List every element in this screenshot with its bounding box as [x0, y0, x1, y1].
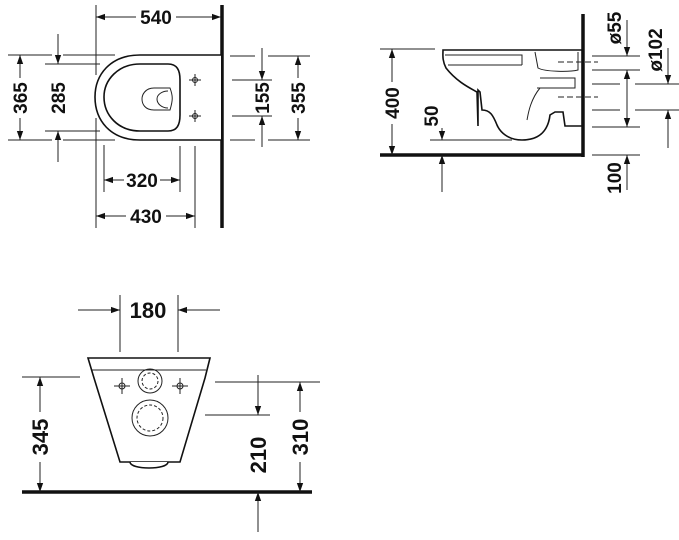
bowl-foot: [129, 461, 169, 469]
dim-bolt-spacing-label: 180: [130, 298, 167, 323]
bolt-cross-icon: [114, 378, 188, 394]
dim-width-seat-label: 285: [49, 82, 70, 114]
dim-outlet-height-label: 100: [605, 162, 626, 194]
inlet-circle-icon: [137, 368, 163, 394]
dim-hole-depth-label: 430: [130, 207, 162, 228]
dimension-lines: [36, 306, 304, 532]
dimension-lines: [388, 20, 672, 192]
dim-seat-depth-label: 320: [126, 171, 158, 192]
dimension-lines: [16, 13, 302, 220]
bowl-inner: [445, 51, 579, 121]
dim-outlet-diameter-label: ø102: [646, 28, 667, 71]
dim-rim-height-label: 345: [28, 419, 53, 456]
dim-inlet-diameter-label: ø55: [605, 11, 626, 44]
dim-length-label: 540: [140, 8, 172, 29]
dim-inlet-height-label: 310: [288, 419, 313, 456]
flush-outlet: [141, 87, 173, 111]
dim-width-outer-label: 365: [11, 82, 32, 114]
extension-lines: [22, 295, 320, 416]
dim-hole-spacing-label: 155: [253, 82, 274, 114]
top-view: 540 365 285 155 355 320 430: [8, 5, 310, 228]
side-view: 400 50 ø55 ø102 100: [380, 11, 679, 194]
dim-bottom-clearance-label: 50: [422, 105, 443, 126]
dim-height-label: 400: [383, 87, 404, 119]
extension-lines: [8, 5, 310, 228]
outlet-circle-icon: [131, 399, 169, 437]
front-view: 180 345 210 310: [22, 295, 320, 532]
fixing-hole-icon: [189, 74, 201, 122]
bowl-front-outline: [86, 357, 212, 463]
dim-outlet-height-label: 210: [246, 437, 271, 474]
bowl-profile: [442, 49, 583, 141]
dim-mount-width-label: 355: [289, 82, 310, 114]
